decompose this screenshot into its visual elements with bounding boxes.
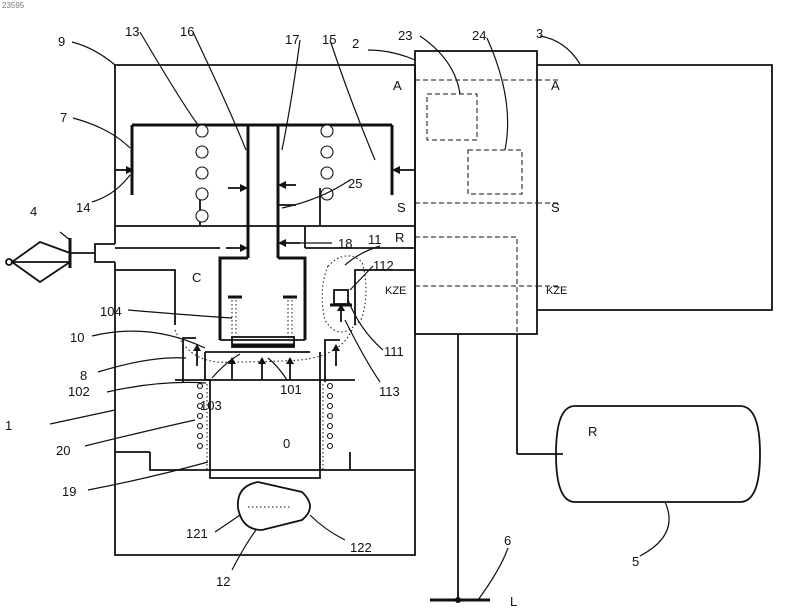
internal-walls xyxy=(115,226,415,470)
label-3: 3 xyxy=(536,26,543,41)
label-24: 24 xyxy=(472,28,486,43)
label-113: 113 xyxy=(379,384,400,399)
label-6: 6 xyxy=(504,533,511,548)
ground-l-label: L xyxy=(510,594,517,609)
housing-outline xyxy=(115,65,415,555)
label-5: 5 xyxy=(632,554,639,569)
label-111: 111 xyxy=(384,344,404,359)
label-14: 14 xyxy=(76,200,90,215)
label-7: 7 xyxy=(60,110,67,125)
label-102: 102 xyxy=(68,384,90,399)
label-20: 20 xyxy=(56,443,70,458)
chamber-0-label: 0 xyxy=(283,436,290,451)
label-104: 104 xyxy=(100,304,122,319)
label-112: 112 xyxy=(373,258,394,273)
reference-numerals: 1 2 3 4 5 6 7 8 9 10 11 12 13 14 15 16 1… xyxy=(5,24,639,589)
label-18: 18 xyxy=(338,236,352,251)
port-a-left: A xyxy=(393,78,402,93)
label-19: 19 xyxy=(62,484,76,499)
label-103: 103 xyxy=(200,398,222,413)
label-11: 11 xyxy=(368,232,382,247)
cam-12 xyxy=(238,482,310,530)
sub-block-23 xyxy=(427,94,477,140)
label-2: 2 xyxy=(352,36,359,51)
ground-6 xyxy=(430,334,490,603)
port-kze-left: KZE xyxy=(385,285,406,297)
label-4: 4 xyxy=(30,204,37,219)
label-13: 13 xyxy=(125,24,139,39)
chamber-0 xyxy=(207,380,323,478)
label-15: 15 xyxy=(322,32,336,47)
label-1: 1 xyxy=(5,418,12,433)
port-s-right: S xyxy=(551,200,560,215)
port-s-left: S xyxy=(397,200,406,215)
label-16: 16 xyxy=(180,24,194,39)
chamber-c-label: C xyxy=(192,270,201,285)
leader-lines xyxy=(50,32,669,600)
label-10: 10 xyxy=(70,330,84,345)
image-number: 23595 xyxy=(2,1,25,10)
label-8: 8 xyxy=(80,368,87,383)
tank-r: R xyxy=(588,424,597,439)
label-9: 9 xyxy=(58,34,65,49)
port-r: R xyxy=(395,230,404,245)
label-12: 12 xyxy=(216,574,230,589)
small-valve-11 xyxy=(322,256,366,332)
label-121: 121 xyxy=(186,526,208,541)
coil-15 xyxy=(321,125,333,200)
label-122: 122 xyxy=(350,540,372,555)
label-25: 25 xyxy=(348,176,362,191)
label-17: 17 xyxy=(285,32,299,47)
actuator-4 xyxy=(6,238,115,282)
port-kze-right: KZE xyxy=(546,285,567,297)
port-a-right: A xyxy=(551,78,560,93)
coil-13 xyxy=(196,125,208,222)
label-101: 101 xyxy=(280,382,302,397)
tank-5 xyxy=(517,334,760,502)
external-unit-3 xyxy=(537,65,772,310)
sub-block-24 xyxy=(468,150,522,194)
control-block-2 xyxy=(415,51,560,334)
label-23: 23 xyxy=(398,28,412,43)
spring-20-right xyxy=(328,384,333,449)
spring-20-left xyxy=(198,384,203,449)
